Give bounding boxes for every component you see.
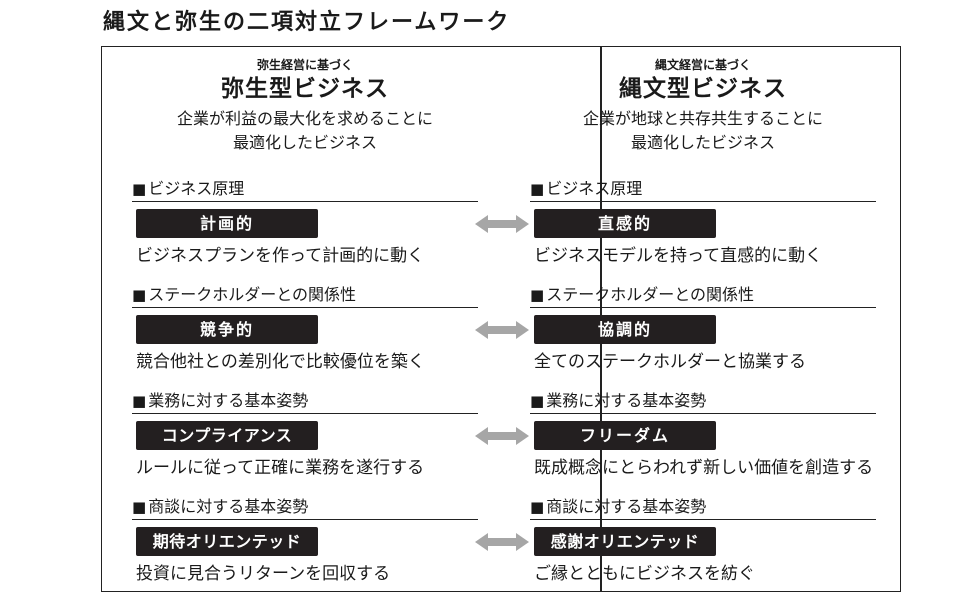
yayoi-description-line-2: 最適化したビジネス [232,133,377,152]
section-detail: 既成概念にとらわれず新しい価値を創造する [534,458,874,478]
yayoi-header: 弥生経営に基づく 弥生型ビジネス 企業が利益の最大化を求めることに 最適化したビ… [130,57,480,155]
bullet-square-icon: ■ [132,286,147,304]
section-detail: ご縁とともにビジネスを紡ぐ [534,564,755,584]
section-detail: ビジネスモデルを持って直感的に動く [534,246,823,266]
section-heading-label: 商談に対する基本姿勢 [546,497,707,516]
yayoi-subtitle: 弥生経営に基づく [256,58,353,72]
double-arrow-icon [475,321,529,339]
yayoi-description-line-1: 企業が利益の最大化を求めることに [176,109,433,128]
section-heading: ■商談に対する基本姿勢 [530,497,876,520]
section-heading-label: 業務に対する基本姿勢 [148,391,309,410]
section-heading-label: ステークホルダーとの関係性 [148,285,357,304]
bullet-square-icon: ■ [132,392,147,410]
section-heading: ■商談に対する基本姿勢 [132,497,478,520]
section-badge: 競争的 [136,315,318,344]
section-heading-label: 業務に対する基本姿勢 [546,391,707,410]
yayoi-business-title: 弥生型ビジネス [221,76,389,102]
section-heading: ■業務に対する基本姿勢 [530,391,876,414]
jomon-description-line-1: 企業が地球と共存共生することに [582,109,823,128]
jomon-section-stakeholder-relationship: ■ステークホルダーとの関係性 協調的 全てのステークホルダーと協業する [528,285,878,385]
yayoi-column: 弥生経営に基づく 弥生型ビジネス 企業が利益の最大化を求めることに 最適化したビ… [130,47,480,591]
section-detail: 競合他社との差別化で比較優位を築く [136,352,425,372]
section-badge: 感謝オリエンテッド [534,527,716,556]
section-detail: ビジネスプランを作って計画的に動く [136,246,425,266]
yayoi-section-negotiation-stance: ■商談に対する基本姿勢 期待オリエンテッド 投資に見合うリターンを回収する [130,497,480,597]
section-badge: 計画的 [136,209,318,238]
section-heading: ■業務に対する基本姿勢 [132,391,478,414]
page-title: 縄文と弥生の二項対立フレームワーク [103,10,511,35]
yayoi-section-stakeholder-relationship: ■ステークホルダーとの関係性 競争的 競合他社との差別化で比較優位を築く [130,285,480,385]
section-heading: ■ビジネス原理 [132,179,478,202]
section-heading: ■ビジネス原理 [530,179,876,202]
section-heading: ■ステークホルダーとの関係性 [530,285,876,308]
bullet-square-icon: ■ [132,498,147,516]
jomon-section-work-stance: ■業務に対する基本姿勢 フリーダム 既成概念にとらわれず新しい価値を創造する [528,391,878,491]
section-badge: 期待オリエンテッド [136,527,318,556]
yayoi-section-business-principle: ■ビジネス原理 計画的 ビジネスプランを作って計画的に動く [130,179,480,279]
section-heading-label: ビジネス原理 [546,179,643,198]
jomon-header: 縄文経営に基づく 縄文型ビジネス 企業が地球と共存共生することに 最適化したビジ… [528,57,878,155]
section-detail: 投資に見合うリターンを回収する [136,564,391,584]
bullet-square-icon: ■ [530,498,545,516]
bullet-square-icon: ■ [530,392,545,410]
double-arrow-icon [475,533,529,551]
section-heading-label: 商談に対する基本姿勢 [148,497,309,516]
section-badge: フリーダム [534,421,716,450]
yayoi-section-work-stance: ■業務に対する基本姿勢 コンプライアンス ルールに従って正確に業務を遂行する [130,391,480,491]
bullet-square-icon: ■ [530,286,545,304]
section-heading: ■ステークホルダーとの関係性 [132,285,478,308]
section-badge: コンプライアンス [136,421,318,450]
jomon-section-negotiation-stance: ■商談に対する基本姿勢 感謝オリエンテッド ご縁とともにビジネスを紡ぐ [528,497,878,597]
bullet-square-icon: ■ [132,180,147,198]
section-detail: 全てのステークホルダーと協業する [534,352,806,372]
jomon-business-title: 縄文型ビジネス [619,76,787,102]
double-arrow-icon [475,215,529,233]
section-heading-label: ビジネス原理 [148,179,245,198]
section-heading-label: ステークホルダーとの関係性 [546,285,755,304]
bullet-square-icon: ■ [530,180,545,198]
section-badge: 直感的 [534,209,716,238]
section-detail: ルールに従って正確に業務を遂行する [136,458,425,478]
jomon-description-line-2: 最適化したビジネス [630,133,775,152]
jomon-section-business-principle: ■ビジネス原理 直感的 ビジネスモデルを持って直感的に動く [528,179,878,279]
section-badge: 協調的 [534,315,716,344]
double-arrow-icon [475,427,529,445]
jomon-column: 縄文経営に基づく 縄文型ビジネス 企業が地球と共存共生することに 最適化したビジ… [528,47,878,591]
comparison-frame: 弥生経営に基づく 弥生型ビジネス 企業が利益の最大化を求めることに 最適化したビ… [101,46,901,592]
jomon-subtitle: 縄文経営に基づく [654,58,751,72]
